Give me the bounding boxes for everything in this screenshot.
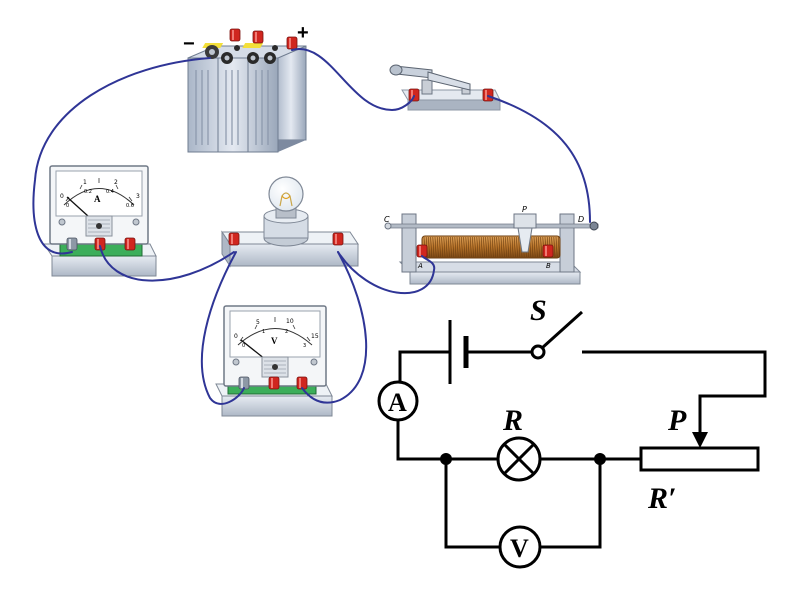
knife-switch [389, 64, 501, 111]
schematic-resistor-label: R [502, 404, 523, 437]
wire-battery-to-switch [291, 48, 415, 112]
wire-ammeter-to-lamp [99, 245, 235, 282]
schematic-switch-blade [540, 310, 584, 350]
voltmeter-scale-top-10: 10 [286, 318, 294, 325]
voltmeter-scale-bottom-3: 3 [303, 343, 306, 349]
voltmeter-unit-label: V [271, 336, 278, 346]
connecting-wires [32, 48, 591, 405]
ammeter-scale-top-3: 3 [136, 193, 140, 200]
schematic-rheostat-label: R′ [647, 482, 676, 515]
schematic-switch-pivot [530, 344, 546, 360]
schematic-slider-label: P [667, 404, 687, 437]
ammeter-terminal-negative [66, 237, 78, 251]
ammeter-scale-bottom-2: 0.4 [106, 189, 114, 195]
battery-minus-sign: − [183, 33, 195, 55]
voltmeter-scale-bottom-0: 0 [242, 343, 245, 349]
schematic-voltmeter-symbol: V [510, 534, 529, 563]
ammeter-unit-label: A [94, 194, 101, 204]
voltmeter-scale-top-15: 15 [311, 333, 319, 340]
schematic-rheostat [639, 446, 760, 472]
schematic-ammeter-symbol: A [388, 388, 407, 417]
rheostat-slider-label: P [522, 205, 527, 214]
schematic-slider-arrow [692, 432, 708, 448]
circuit-schematic [377, 310, 767, 569]
wire-switch-to-rheostat [487, 95, 591, 223]
voltmeter-terminal-3 [268, 376, 280, 390]
ammeter-scale-top-2: 2 [114, 179, 118, 186]
ammeter-scale-bottom-0: 0 [66, 203, 69, 209]
wire-lamp-to-rheostat [337, 251, 436, 295]
ammeter-scale-bottom-3: 0.6 [126, 203, 134, 209]
battery-terminal-positive [286, 36, 298, 50]
ammeter-terminal-3 [124, 237, 136, 251]
light-bulb [268, 176, 304, 212]
rheostat-terminal-c: C [384, 215, 390, 224]
voltmeter-scale-bottom-2: 2 [285, 329, 288, 335]
battery-pack: − + [183, 22, 309, 153]
ammeter-scale-bottom-1: 0.2 [84, 189, 92, 195]
battery-plus-sign: + [297, 22, 309, 44]
lamp-board [221, 176, 359, 268]
rheostat-terminal-a: A [417, 262, 423, 270]
voltmeter-scale-top-5: 5 [256, 319, 260, 326]
ammeter-scale-top-1: 1 [83, 179, 87, 186]
wire-lamp-to-voltmeter-neg [200, 251, 245, 405]
voltmeter-scale-top-0: 0 [234, 333, 238, 340]
voltmeter: 0 5 10 15 0 1 2 3 V [215, 305, 333, 417]
ammeter-scale-top-0: 0 [60, 193, 64, 200]
rheostat-terminal-b: B [546, 262, 551, 270]
wire-lamp-to-voltmeter-pos [301, 251, 368, 404]
rheostat: C D A B P [384, 205, 599, 285]
ammeter: 0 1 2 3 0 0.2 0.4 0.6 A [43, 165, 157, 277]
rheostat-terminal-d: D [578, 215, 584, 224]
wire-battery-to-ammeter [32, 57, 211, 255]
schematic-switch-label: S [530, 294, 547, 327]
rheostat-slider [513, 213, 537, 253]
battery-terminal-negative [205, 45, 219, 59]
voltmeter-scale-bottom-1: 1 [262, 329, 265, 335]
